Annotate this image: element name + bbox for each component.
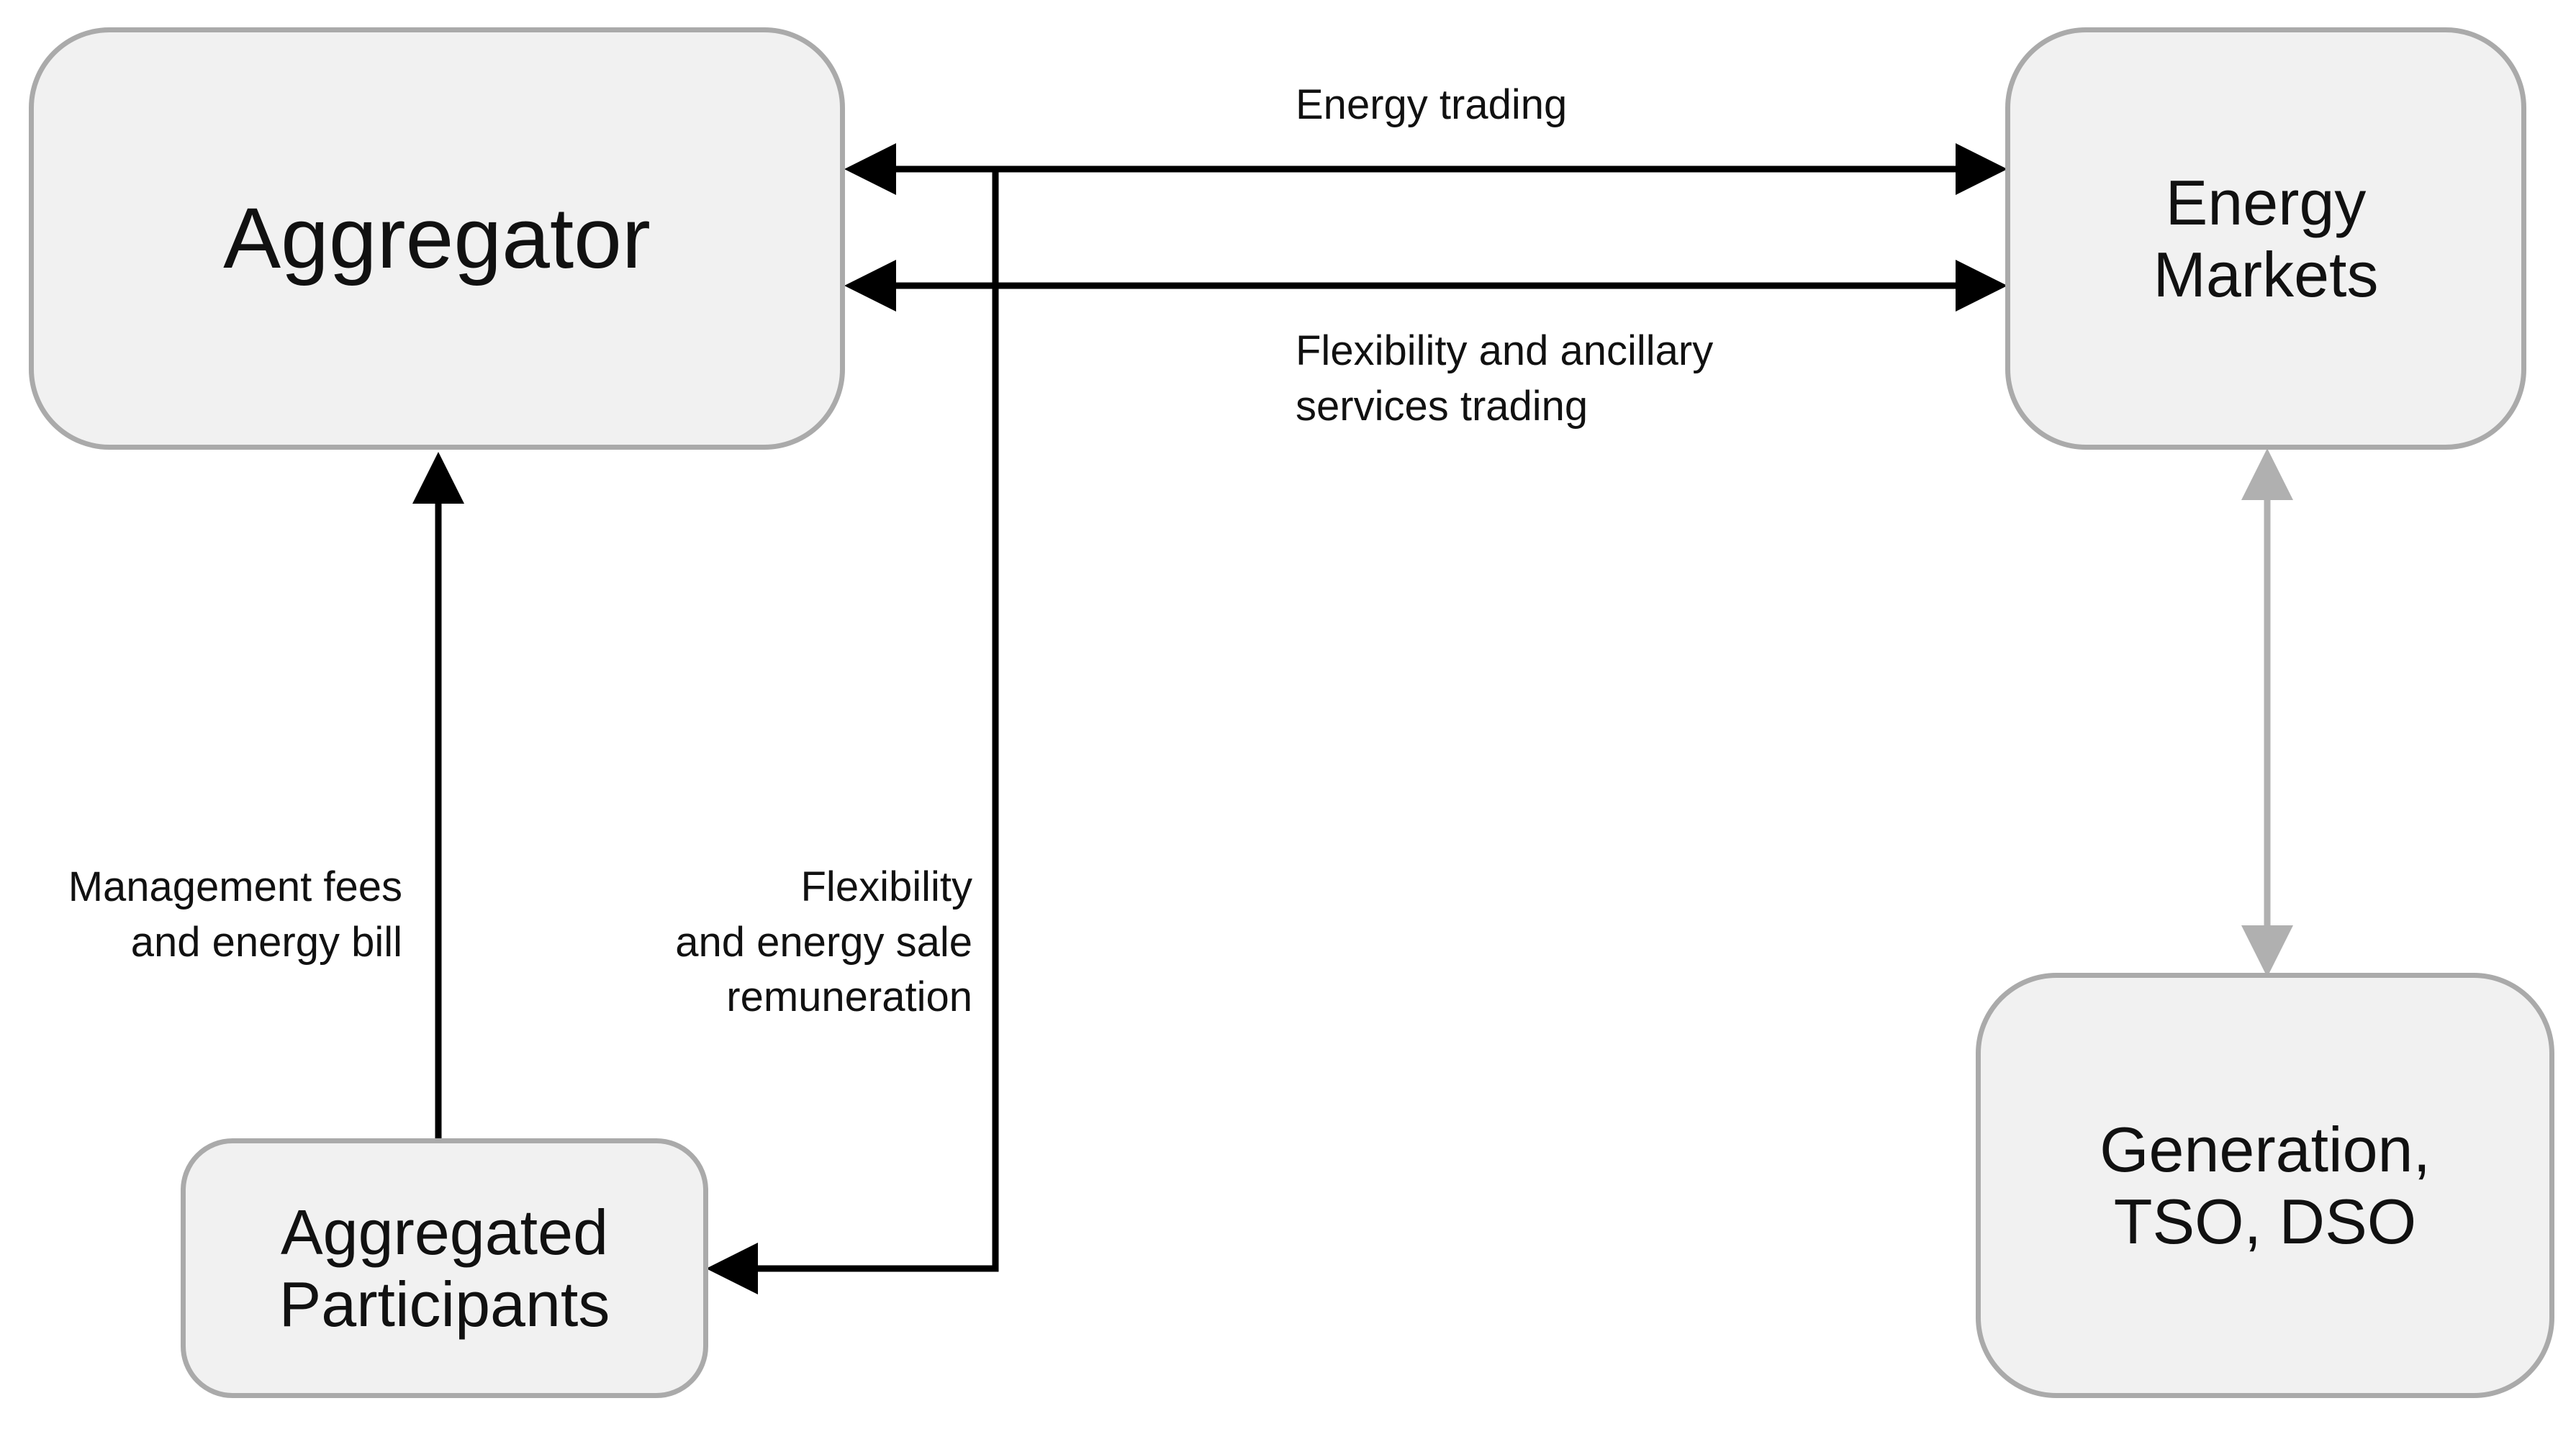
energy-markets-title: Energy Markets: [2153, 167, 2379, 310]
flexibility-remuneration-label: Flexibility and energy sale remuneration: [675, 863, 972, 1021]
flexibility-trading-label: Flexibility and ancillary services tradi…: [1296, 327, 1714, 430]
aggregator-title: Aggregator: [223, 189, 651, 286]
aggregated-participants-node: Aggregated Participants: [181, 1138, 708, 1398]
aggregated-participants-title: Aggregated Participants: [279, 1197, 610, 1340]
aggregator-node: Aggregator: [29, 27, 845, 450]
remuneration-arrow: [706, 169, 999, 1294]
generation-node: Generation, TSO, DSO: [1976, 973, 2554, 1398]
generation-title: Generation, TSO, DSO: [2100, 1114, 2431, 1257]
energy-trading-label: Energy trading: [1296, 81, 1568, 128]
energy-markets-node: Energy Markets: [2005, 27, 2526, 450]
management-fees-label: Management fees and energy bill: [68, 863, 402, 966]
